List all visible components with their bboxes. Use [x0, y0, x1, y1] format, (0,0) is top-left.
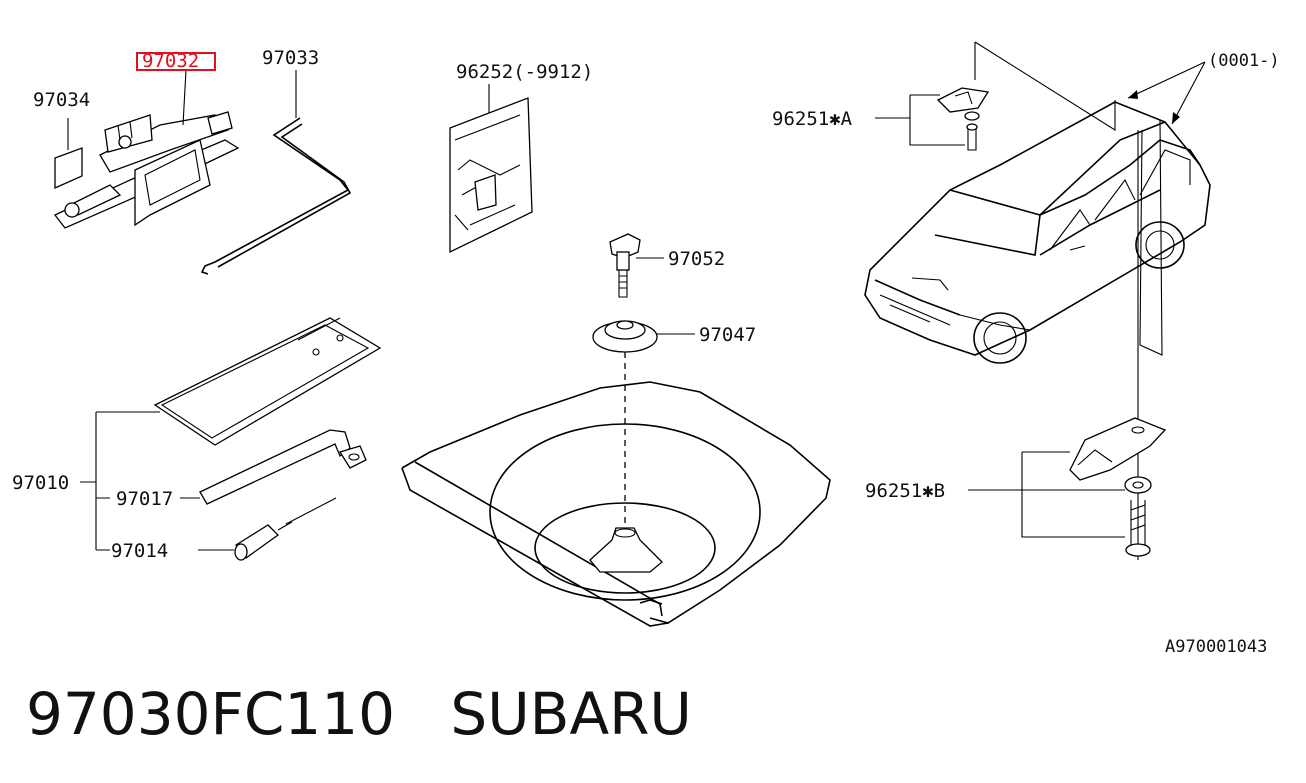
wrench-drawing[interactable]	[199, 429, 367, 505]
label-0001[interactable]: (0001-)	[1208, 51, 1280, 71]
bracket-a-drawing[interactable]	[936, 87, 990, 151]
tool-bag-drawing[interactable]	[449, 97, 533, 254]
jack-handle-drawing[interactable]	[200, 117, 352, 275]
label-97017[interactable]: 97017	[116, 488, 173, 510]
label-97047[interactable]: 97047	[699, 324, 756, 346]
footer-gap	[395, 680, 450, 748]
bracket-b-drawing[interactable]	[1069, 417, 1167, 557]
tool-tray-drawing[interactable]	[153, 317, 382, 446]
label-97014[interactable]: 97014	[111, 540, 168, 562]
label-96251-b[interactable]: 96251✱B	[865, 480, 945, 502]
driver-drawing[interactable]	[234, 497, 337, 561]
label-97052[interactable]: 97052	[668, 248, 725, 270]
label-96252[interactable]: 96252(-9912)	[456, 61, 593, 83]
label-97034[interactable]: 97034	[33, 89, 90, 111]
label-96251-a[interactable]: 96251✱A	[772, 108, 853, 130]
brand-name: SUBARU	[450, 680, 692, 748]
label-97010[interactable]: 97010	[12, 472, 69, 494]
spare-cushion-drawing[interactable]	[592, 320, 658, 353]
highlight-box	[136, 52, 216, 71]
label-97032[interactable]: 97032	[142, 50, 199, 72]
part-number[interactable]: 97030FC110	[26, 680, 396, 748]
vehicle-drawing[interactable]	[864, 101, 1211, 364]
jack-drawing[interactable]	[53, 111, 240, 229]
diagram-code: A970001043	[1165, 637, 1267, 657]
label-97033[interactable]: 97033	[262, 47, 319, 69]
spare-tire-pan-drawing[interactable]	[401, 381, 831, 627]
footer-title: 97030FC110 SUBARU	[26, 680, 692, 748]
clamp-bolt-drawing[interactable]	[609, 233, 641, 298]
